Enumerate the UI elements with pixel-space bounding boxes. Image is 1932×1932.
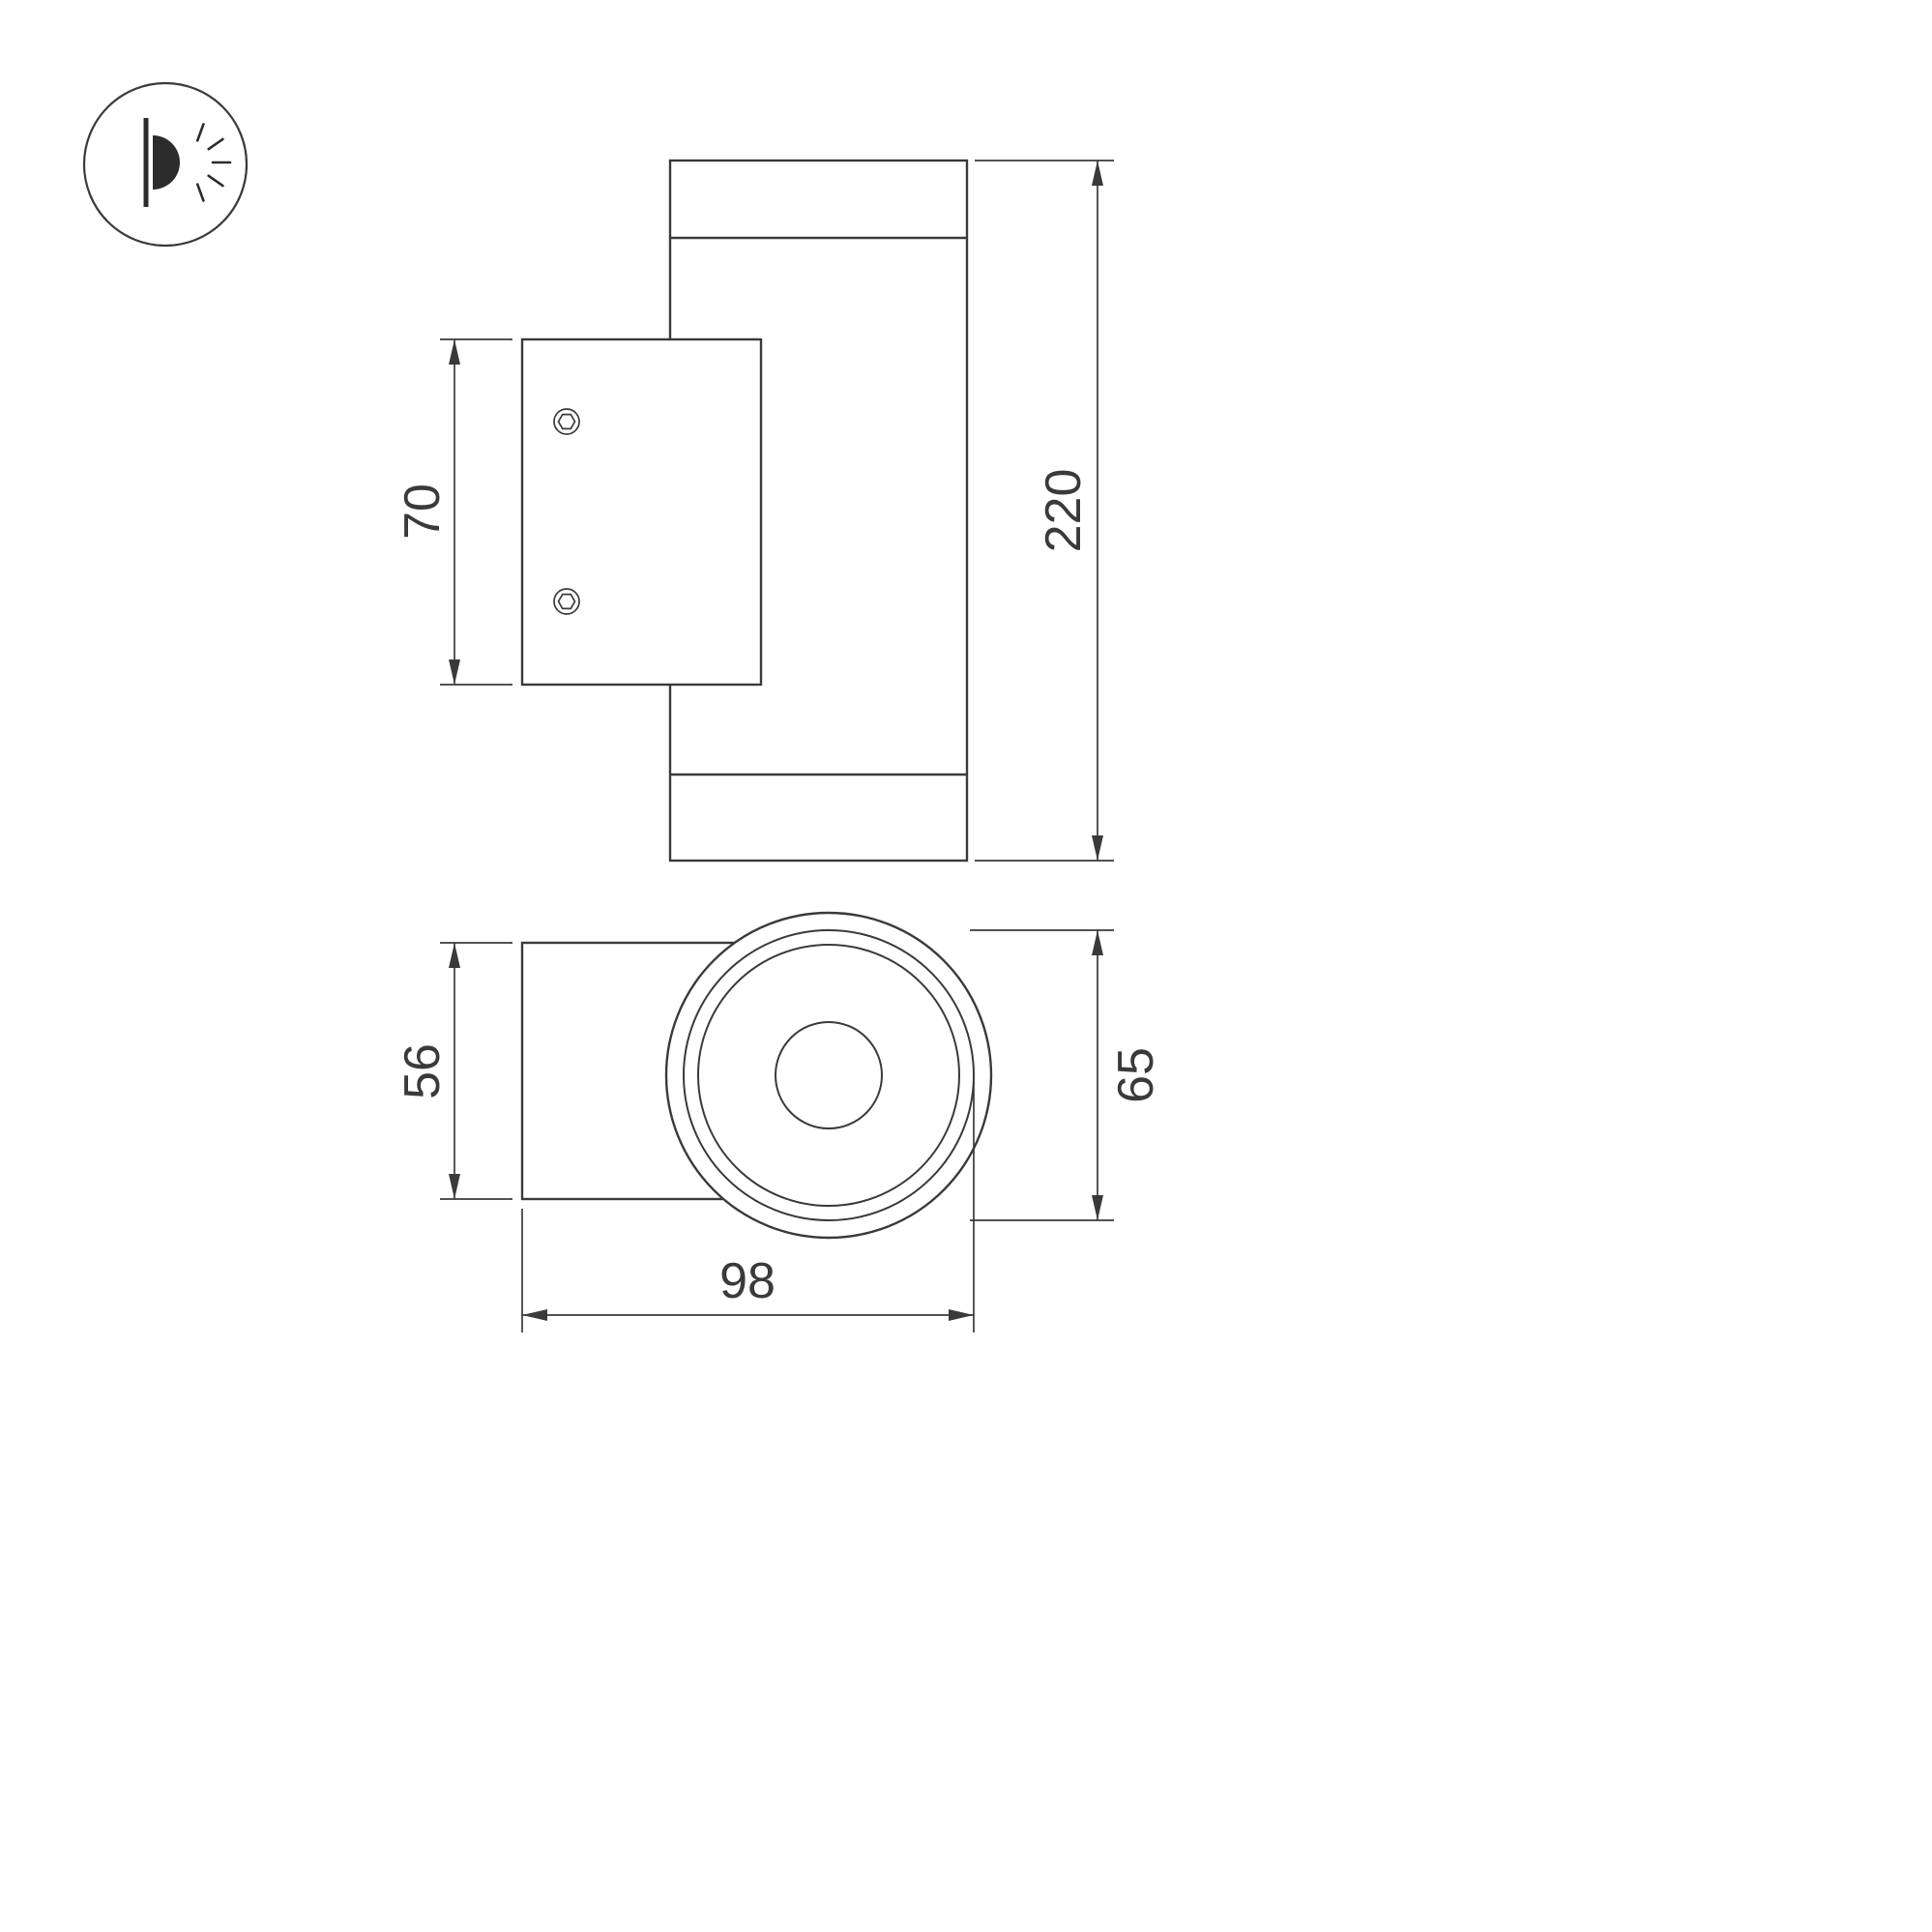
side-view — [520, 159, 969, 863]
dimension-label-98: 98 — [719, 1253, 776, 1309]
icon-circle-border — [82, 81, 249, 248]
screw-top-icon — [553, 408, 580, 435]
arrow-down-icon — [1092, 1195, 1103, 1220]
arrow-up-icon — [1092, 930, 1103, 955]
screw-bottom-icon — [553, 588, 580, 615]
dimension-total-depth: 98 — [521, 1081, 975, 1332]
top-view — [520, 911, 993, 1240]
arrow-left-icon — [522, 1309, 547, 1321]
dimension-label-70: 70 — [395, 483, 451, 540]
lens-center-circle — [775, 1021, 883, 1129]
dimension-body-diameter: 65 — [970, 929, 1164, 1221]
dimension-label-56: 56 — [395, 1043, 451, 1099]
arrow-down-icon — [449, 1174, 460, 1199]
dimension-total-height: 220 — [975, 160, 1114, 862]
dimension-label-220: 220 — [1036, 469, 1092, 553]
arrow-right-icon — [949, 1309, 974, 1321]
dimension-label-65: 65 — [1108, 1047, 1164, 1103]
dimension-bracket-width: 56 — [395, 942, 512, 1200]
arrow-down-icon — [1092, 835, 1103, 861]
arrow-down-icon — [449, 659, 460, 685]
cylinder-body-ring — [683, 929, 975, 1221]
cylinder-inner-ring — [697, 944, 960, 1207]
wall-light-icon — [82, 81, 249, 248]
dimension-plate-height: 70 — [395, 338, 512, 686]
arrow-up-icon — [449, 339, 460, 365]
mounting-plate — [520, 337, 763, 687]
cylinder-outer-ring — [664, 911, 993, 1240]
arrow-up-icon — [1092, 161, 1103, 186]
icon-light-rays — [195, 123, 232, 202]
arrow-up-icon — [449, 943, 460, 968]
icon-lamp-body — [153, 135, 180, 190]
